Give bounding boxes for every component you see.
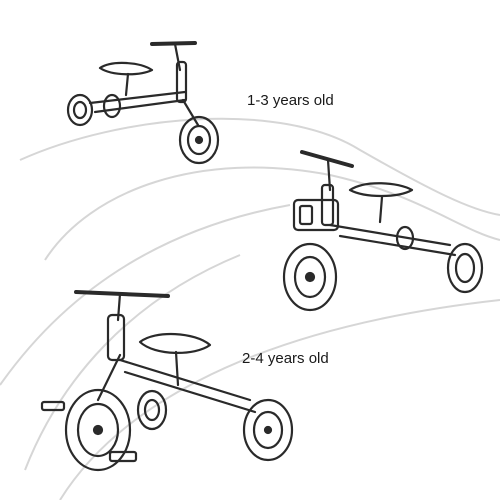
tricycle-bottom: [40, 290, 294, 472]
caption-2-4-years: 2-4 years old: [242, 350, 329, 367]
tricycle-middle: [282, 150, 484, 312]
road-lines: [0, 117, 500, 500]
caption-1-3-years: 1-3 years old: [247, 92, 334, 109]
balance-bike-1-3: [66, 41, 220, 165]
